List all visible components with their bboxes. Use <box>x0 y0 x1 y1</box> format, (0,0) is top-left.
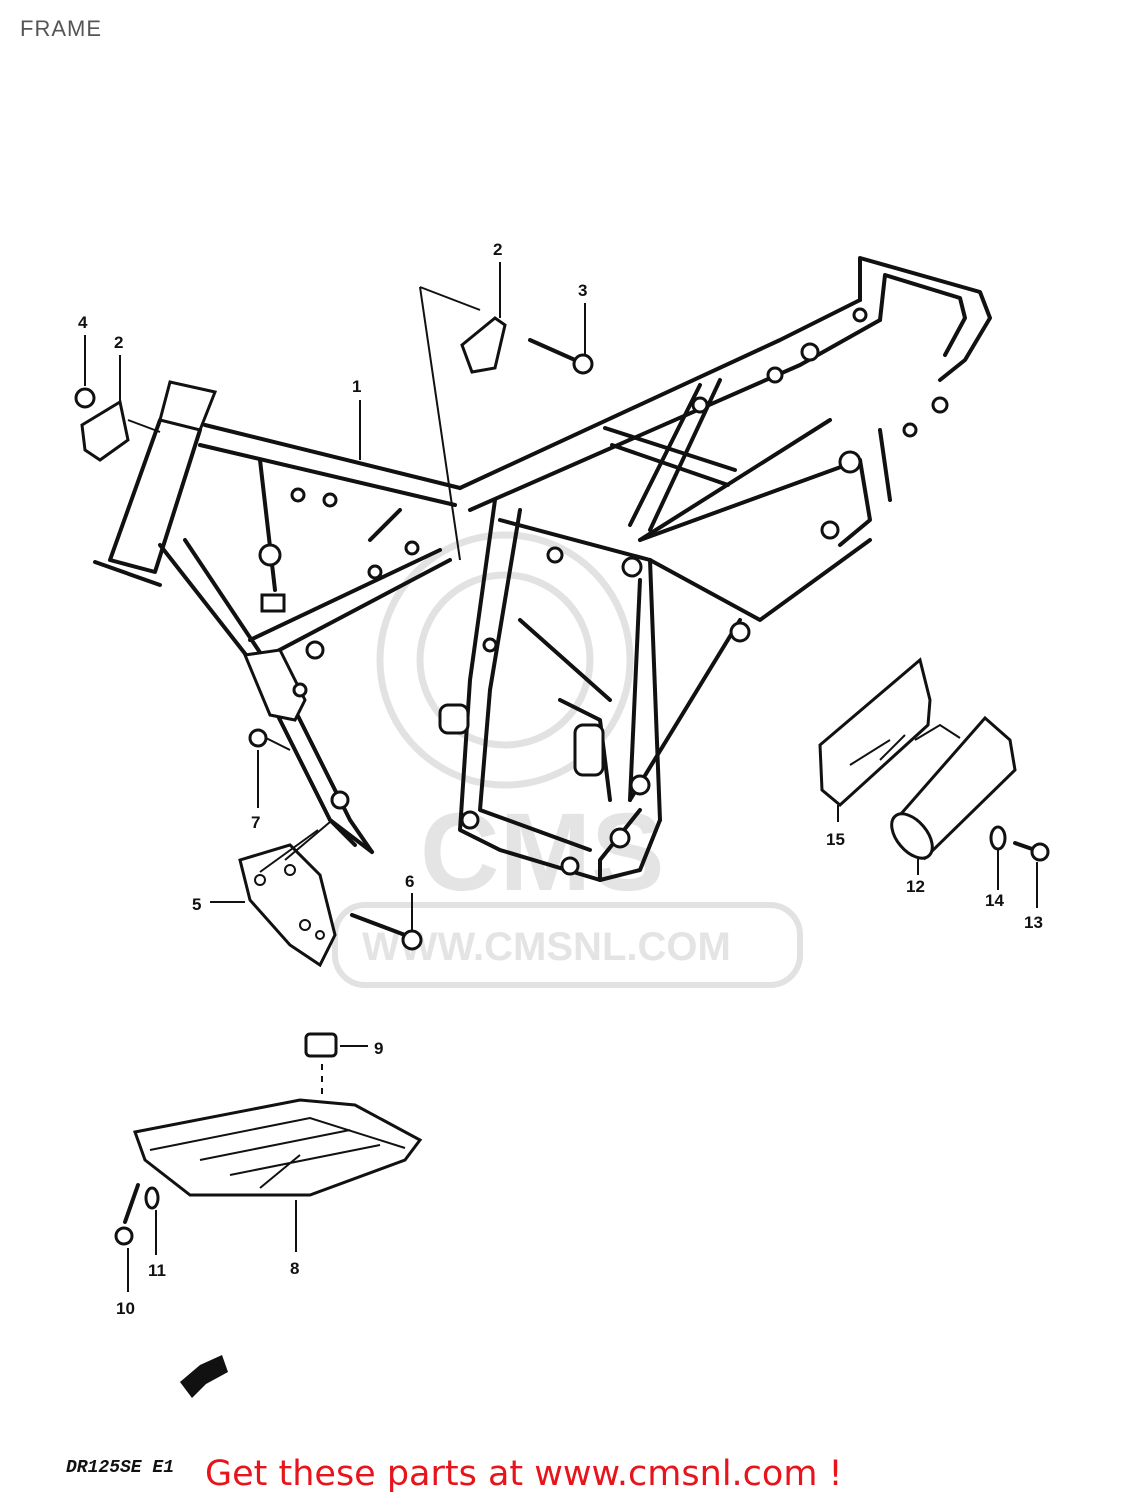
callout-part-15: 15 <box>826 830 845 849</box>
callout-part-3: 3 <box>578 281 587 300</box>
chain-guide-plate <box>210 821 337 968</box>
bolt-part-13 <box>1013 841 1050 908</box>
side-cover <box>818 657 932 822</box>
skid-plate <box>133 1098 423 1252</box>
model-code: DR125SE E1 <box>66 1458 175 1478</box>
page-title: FRAME <box>20 16 102 41</box>
callout-part-9: 9 <box>374 1039 383 1058</box>
callout-part-5: 5 <box>192 895 201 914</box>
callout-part-4: 4 <box>78 313 88 332</box>
watermark-url: WWW.CMSNL.COM <box>362 925 731 969</box>
washer-part-14 <box>989 825 1007 890</box>
callout-part-10: 10 <box>116 1299 135 1318</box>
callout-part-14: 14 <box>985 891 1004 910</box>
tool-case <box>890 715 1017 875</box>
callout-part-2-left: 2 <box>114 333 123 352</box>
watermark: CMS WWW.CMSNL.COM <box>332 531 803 988</box>
bolt-part-6 <box>350 893 423 951</box>
bolt-part-10 <box>114 1183 140 1292</box>
grommet-part-9 <box>304 1032 368 1100</box>
callout-part-13: 13 <box>1024 913 1043 932</box>
engine-mount-bracket-upper <box>419 262 507 561</box>
callout-part-2-upper: 2 <box>493 240 502 259</box>
callout-part-12: 12 <box>906 877 925 896</box>
bolt-part-3 <box>528 303 594 375</box>
callout-part-6: 6 <box>405 872 414 891</box>
washer-part-11 <box>144 1186 160 1255</box>
frame-main <box>93 256 992 882</box>
callout-part-11: 11 <box>148 1261 166 1280</box>
part-number-callouts: 1 2 2 3 4 5 6 7 8 9 10 11 12 13 14 15 <box>78 240 1043 1318</box>
nut-part-4 <box>74 335 96 409</box>
callout-part-1: 1 <box>352 377 361 396</box>
callout-part-8: 8 <box>290 1259 299 1278</box>
front-arrow-icon <box>180 1355 228 1398</box>
nut-part-7 <box>248 728 291 808</box>
footer-link[interactable]: Get these parts at www.cmsnl.com ! <box>205 1454 843 1494</box>
engine-mount-bracket-left <box>80 355 161 462</box>
callout-part-7: 7 <box>251 813 260 832</box>
watermark-logo: CMS <box>420 791 664 914</box>
